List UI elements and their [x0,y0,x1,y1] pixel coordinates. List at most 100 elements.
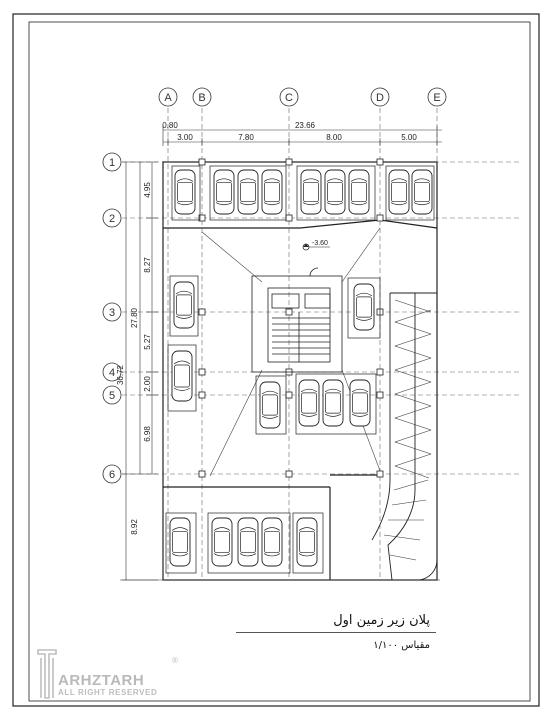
car-icon [298,379,320,427]
dim-span-4: 5.00 [401,133,417,142]
title-underline [236,632,436,633]
dim-span-2: 7.80 [238,133,254,142]
stair-core [251,267,343,373]
logo-mark [37,649,57,699]
car-icon [261,517,283,567]
car-icon [174,169,196,215]
parking-bay [169,275,199,337]
grid-label-1: 1 [109,157,115,169]
dim-overall-left: 36.72 [116,364,125,385]
dimension-lines-left [122,161,158,581]
column [285,158,293,166]
car-icon [237,517,259,567]
car-icon [324,169,346,215]
level-mark [302,243,330,251]
logo-brand: ARHZTARH [58,672,145,689]
car-icon [213,169,235,215]
column [198,214,206,222]
car-icon [211,517,233,567]
dim-span-3: 8.00 [326,133,342,142]
parking-group [347,277,381,339]
column [376,470,384,478]
car-icon [261,169,283,215]
column [285,470,293,478]
column [376,391,384,399]
parking-bay [347,277,381,339]
dim-left-span-2: 8.27 [143,257,152,273]
dim-left-span-1: 4.95 [143,182,152,198]
grid-label-d: D [376,92,384,104]
dim-left-span-4: 2.00 [143,376,152,392]
parking-group [255,375,287,435]
ramp-hatching [383,299,432,561]
grid-label-2: 2 [109,213,115,225]
parking-group [171,165,201,221]
column [285,308,293,316]
grid-bubbles-rows [102,152,122,484]
car-icon [348,169,370,215]
parking-bay [295,373,377,435]
drawing-scale: مقیاس ۱/۱۰۰ [373,640,430,651]
car-icon [353,283,375,331]
grid-label-5: 5 [109,390,115,402]
parking-bay [296,165,376,221]
parking-bay [385,165,435,221]
parking-group [207,512,291,574]
inner-border [28,21,531,702]
parking-group [296,165,376,221]
car-icon [237,169,259,215]
parking-group [165,512,197,574]
parking-bay [171,165,201,221]
car-icon [296,517,318,567]
dim-left-bottom: 8.92 [130,519,139,535]
level-mark-label: -3.60 [312,240,328,247]
column [376,158,384,166]
grid-label-b: B [198,92,205,104]
parking-spaces [165,165,435,574]
car-icon [171,350,193,402]
column [198,470,206,478]
dim-a-b: 0.80 [162,121,178,130]
car-icon [388,169,410,215]
parking-group [209,165,287,221]
dim-left-span-5: 6.98 [143,426,152,442]
dimension-lines-top [162,125,442,146]
parking-group [167,344,197,412]
parking-bay [165,512,197,574]
parking-group [292,512,324,574]
grid-label-3: 3 [109,307,115,319]
car-icon [169,517,191,567]
parking-bay [207,512,291,574]
grid-label-4: 4 [109,367,115,379]
dim-span-1: 3.00 [177,133,193,142]
parking-bay [255,375,287,435]
column [198,391,206,399]
grid-label-e: E [433,92,440,104]
grid-label-c: C [285,92,293,104]
column [285,391,293,399]
dim-overall-top: 23.66 [295,121,316,130]
column [285,214,293,222]
grid-label-6: 6 [109,469,115,481]
parking-group [385,165,435,221]
car-icon [411,169,433,215]
column [198,158,206,166]
car-icon [322,379,344,427]
car-icon [259,381,281,429]
ramp [371,292,438,581]
column [198,368,206,376]
column [376,214,384,222]
logo-tagline: ALL RIGHT RESERVED [58,688,158,697]
parking-bay [209,165,287,221]
outer-border [12,13,540,707]
parking-bay [292,512,324,574]
grid-bubbles-columns [158,87,447,107]
parking-group [169,275,199,337]
parking-group [295,373,377,435]
drawing-title: پلان زیر زمین اول [333,613,430,628]
dim-left-span-3: 5.27 [143,334,152,350]
parking-bay [167,344,197,412]
car-icon [349,379,371,427]
